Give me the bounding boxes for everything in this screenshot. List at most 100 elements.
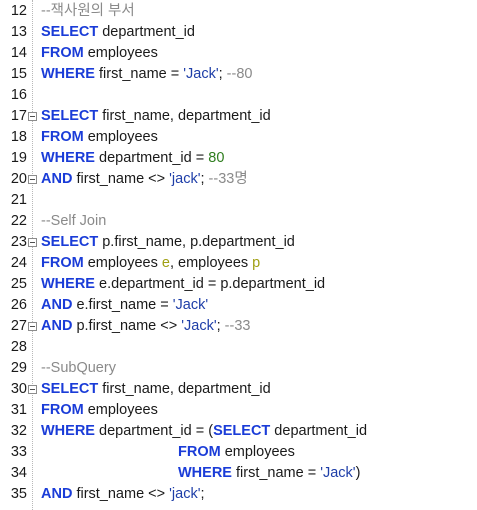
line-number: 21 — [10, 192, 27, 208]
line-number: 34 — [10, 465, 27, 481]
line-number: 31 — [10, 402, 27, 418]
fold-guide-line — [32, 0, 33, 510]
keyword: FROM — [177, 444, 221, 460]
code-text: employees — [83, 255, 162, 271]
code-line[interactable]: FROM employees — [41, 127, 158, 148]
code-line[interactable]: FROM employees — [41, 43, 158, 64]
code-text: department_id = ( — [94, 423, 214, 439]
keyword: WHERE — [41, 150, 95, 166]
code-line[interactable]: FROM employees — [41, 442, 295, 463]
string-literal: 'Jack' — [320, 465, 356, 481]
code-text: p.first_name, p.department_id — [98, 234, 295, 250]
code-line[interactable]: --Self Join — [41, 211, 106, 232]
keyword: SELECT — [41, 24, 99, 40]
keyword: SELECT — [41, 108, 99, 124]
code-line[interactable]: SELECT department_id — [41, 22, 195, 43]
string-literal: 'Jack' — [172, 297, 209, 313]
code-line[interactable]: WHERE e.department_id = p.department_id — [41, 274, 325, 295]
code-text: ; — [200, 486, 205, 502]
line-number: 23 — [10, 234, 27, 250]
keyword: FROM — [41, 402, 84, 418]
keyword: WHERE — [41, 66, 95, 82]
code-text: first_name <> — [72, 171, 170, 187]
fold-collapse-icon[interactable] — [28, 238, 37, 247]
comment: --Self Join — [41, 213, 107, 229]
code-line[interactable]: SELECT first_name, department_id — [41, 379, 271, 400]
fold-collapse-icon[interactable] — [28, 322, 37, 331]
fold-collapse-icon[interactable] — [28, 175, 37, 184]
comment: --잭사원의 부서 — [41, 3, 135, 19]
comment: --33명 — [208, 171, 248, 187]
code-line[interactable]: WHERE department_id = 80 — [41, 148, 224, 169]
code-text: employees — [83, 402, 158, 418]
line-number: 35 — [10, 486, 27, 502]
line-number: 15 — [10, 66, 27, 82]
line-number: 12 — [10, 3, 27, 19]
line-number: 32 — [10, 423, 27, 439]
keyword: AND — [41, 318, 73, 334]
keyword: WHERE — [41, 423, 95, 439]
line-number: 13 — [10, 24, 27, 40]
code-text: , employees — [169, 255, 253, 271]
code-text: e.department_id = p.department_id — [94, 276, 326, 292]
code-text: department_id — [98, 24, 195, 40]
code-line[interactable]: --잭사원의 부서 — [41, 1, 135, 22]
comment: --33 — [224, 318, 251, 334]
code-text: ; — [200, 171, 209, 187]
code-text: first_name, department_id — [98, 108, 271, 124]
line-number: 27 — [10, 318, 27, 334]
code-line[interactable]: SELECT p.first_name, p.department_id — [41, 232, 295, 253]
code-text: first_name <> — [72, 486, 170, 502]
table-alias: p — [252, 255, 261, 271]
keyword: SELECT — [41, 381, 99, 397]
string-literal: 'jack' — [169, 486, 201, 502]
line-number: 29 — [10, 360, 27, 376]
code-text: e.first_name = — [72, 297, 173, 313]
line-number: 14 — [10, 45, 27, 61]
keyword: AND — [41, 297, 73, 313]
keyword: WHERE — [41, 276, 95, 292]
code-line[interactable]: AND first_name <> 'jack'; --33명 — [41, 169, 248, 190]
keyword: SELECT — [41, 234, 99, 250]
code-text: employees — [83, 45, 158, 61]
fold-collapse-icon[interactable] — [28, 385, 37, 394]
comment: --80 — [226, 66, 253, 82]
code-text: department_id = — [94, 150, 209, 166]
code-line[interactable]: WHERE first_name = 'Jack') — [41, 463, 360, 484]
keyword: AND — [41, 171, 73, 187]
line-number: 26 — [10, 297, 27, 313]
code-line[interactable]: WHERE first_name = 'Jack'; --80 — [41, 64, 252, 85]
string-literal: 'jack' — [169, 171, 201, 187]
fold-collapse-icon[interactable] — [28, 112, 37, 121]
line-number: 25 — [10, 276, 27, 292]
code-line[interactable]: FROM employees e, employees p — [41, 253, 260, 274]
code-line[interactable]: FROM employees — [41, 400, 158, 421]
indent — [41, 465, 178, 481]
line-number: 18 — [10, 129, 27, 145]
line-number: 24 — [10, 255, 27, 271]
keyword: AND — [41, 486, 73, 502]
line-number: 28 — [10, 339, 27, 355]
number-literal: 80 — [208, 150, 225, 166]
line-number: 19 — [10, 150, 27, 166]
code-text: ; — [216, 318, 225, 334]
code-text: ; — [218, 66, 227, 82]
code-text: department_id — [270, 423, 368, 439]
line-number: 30 — [10, 381, 27, 397]
keyword: SELECT — [213, 423, 271, 439]
code-line[interactable]: WHERE department_id = (SELECT department… — [41, 421, 367, 442]
line-number: 16 — [10, 87, 27, 103]
string-literal: 'Jack' — [183, 66, 219, 82]
line-number: 33 — [10, 444, 27, 460]
code-text: first_name, department_id — [98, 381, 271, 397]
table-alias: e — [161, 255, 170, 271]
code-line[interactable]: AND e.first_name = 'Jack' — [41, 295, 208, 316]
line-number: 22 — [10, 213, 27, 229]
code-line[interactable]: --SubQuery — [41, 358, 116, 379]
indent — [41, 444, 178, 460]
code-line[interactable]: SELECT first_name, department_id — [41, 106, 271, 127]
code-line[interactable]: AND p.first_name <> 'Jack'; --33 — [41, 316, 250, 337]
line-number: 17 — [10, 108, 27, 124]
code-line[interactable]: AND first_name <> 'jack'; — [41, 484, 205, 505]
